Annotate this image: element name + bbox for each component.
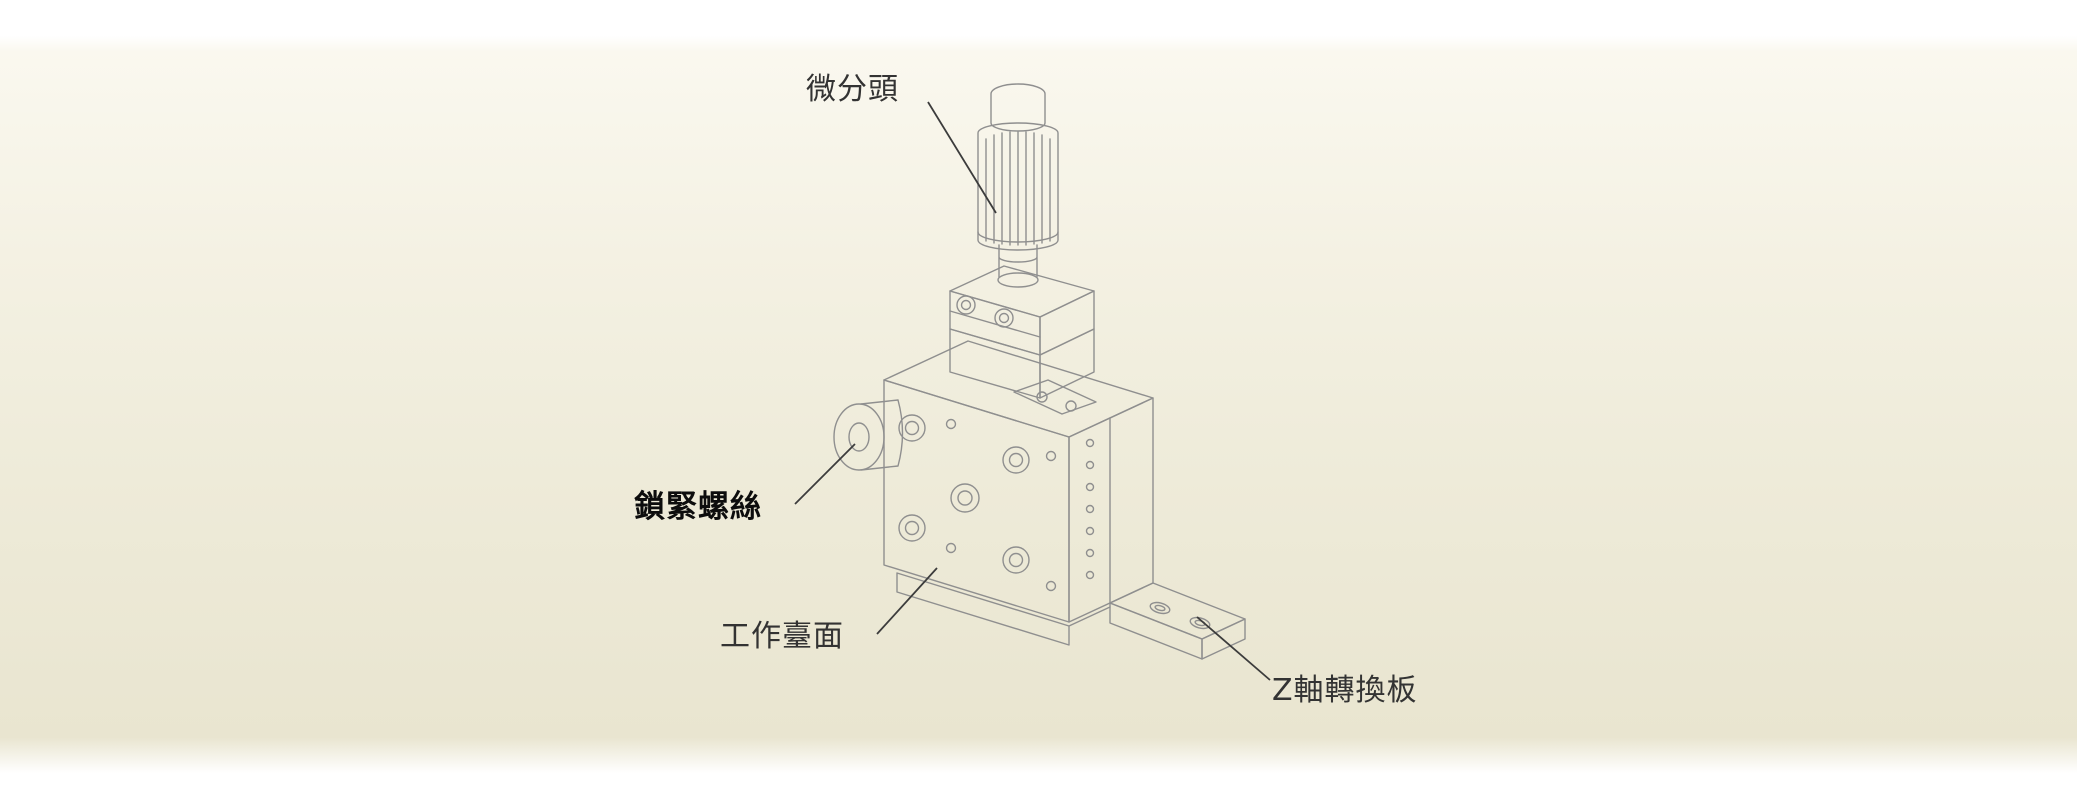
base-strip [896,572,1111,646]
clamp-screw [956,295,976,315]
micrometer-thimble [977,122,1059,251]
rail-hole-column [1085,438,1095,580]
micrometer-head-drawing [977,83,1059,278]
leader-z-axis-plate [1196,616,1271,681]
micrometer-cap [990,83,1046,132]
leader-work-surface [876,567,938,635]
label-locking-screw: 鎖緊螺絲 [634,489,762,525]
z-axis-plate-foot [1109,582,1246,660]
leader-micrometer-head [927,101,997,214]
work-surface-plate [883,379,1070,623]
mounting-holes [898,414,1057,592]
micrometer-knurl-lines [985,131,1051,246]
leader-lines [794,101,1271,681]
leader-locking-screw [794,443,856,505]
micrometer-sleeve [998,244,1038,278]
locking-screw-knob [833,399,904,471]
label-micrometer-head: 微分頭 [806,72,899,107]
label-work-surface: 工作臺面 [720,619,844,654]
top-bracket [1013,379,1097,415]
stage-body [883,340,1154,623]
label-z-axis-plate: Z軸轉換板 [1272,673,1418,708]
support-column [949,328,1095,399]
clamp-screw [994,308,1014,328]
micrometer-clamp-block [949,265,1095,356]
